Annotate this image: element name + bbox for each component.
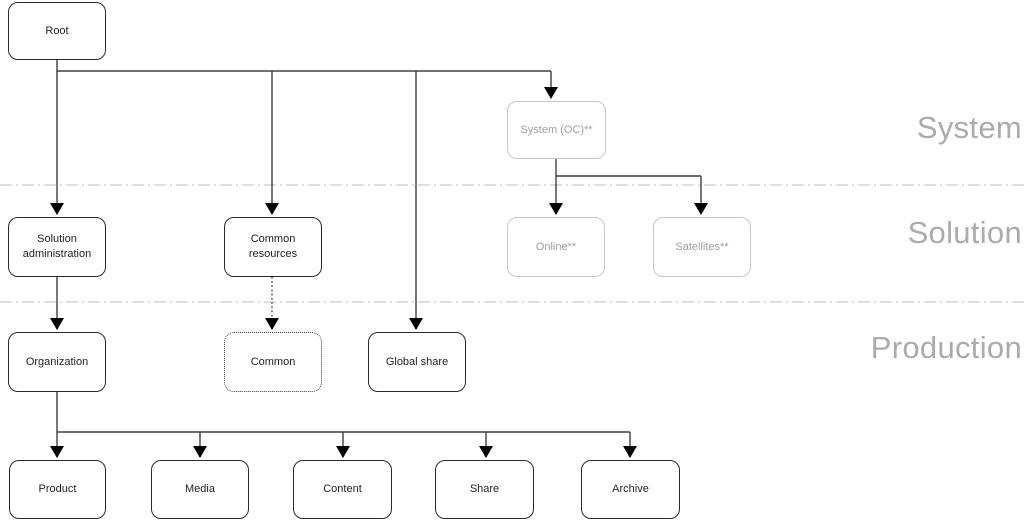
node-common-label: Common — [250, 355, 296, 368]
node-satellites: Satellites** — [653, 217, 751, 277]
zone-label-production: Production — [870, 330, 1022, 365]
node-product-label: Product — [38, 483, 77, 496]
node-common-resources-label: Common resources — [248, 233, 298, 260]
edge-root-trunk — [56, 60, 551, 72]
node-solution-administration-label: Solution administration — [22, 233, 92, 260]
node-media: Media — [151, 460, 249, 519]
node-archive: Archive — [581, 460, 680, 519]
node-global-share-label: Global share — [385, 355, 449, 368]
node-content: Content — [293, 460, 392, 519]
node-product: Product — [9, 460, 106, 519]
node-share: Share — [435, 460, 534, 519]
node-organization-label: Organization — [25, 355, 89, 368]
node-archive-label: Archive — [612, 483, 649, 496]
node-online: Online** — [507, 217, 605, 277]
node-media-label: Media — [185, 483, 215, 496]
node-common: Common — [224, 332, 322, 392]
node-organization: Organization — [8, 332, 106, 392]
node-global-share: Global share — [368, 332, 466, 392]
node-system-oc-label: System (OC)** — [520, 123, 593, 136]
node-common-resources: Common resources — [224, 217, 322, 277]
node-system-oc: System (OC)** — [507, 101, 606, 159]
node-content-label: Content — [323, 483, 362, 496]
node-root: Root — [8, 2, 106, 60]
node-satellites-label: Satellites** — [675, 240, 729, 253]
node-solution-administration: Solution administration — [8, 217, 106, 277]
zone-label-solution: Solution — [907, 215, 1022, 250]
node-online-label: Online** — [535, 240, 577, 253]
node-share-label: Share — [469, 483, 500, 496]
zone-label-system: System — [916, 110, 1022, 145]
node-root-label: Root — [45, 24, 69, 37]
